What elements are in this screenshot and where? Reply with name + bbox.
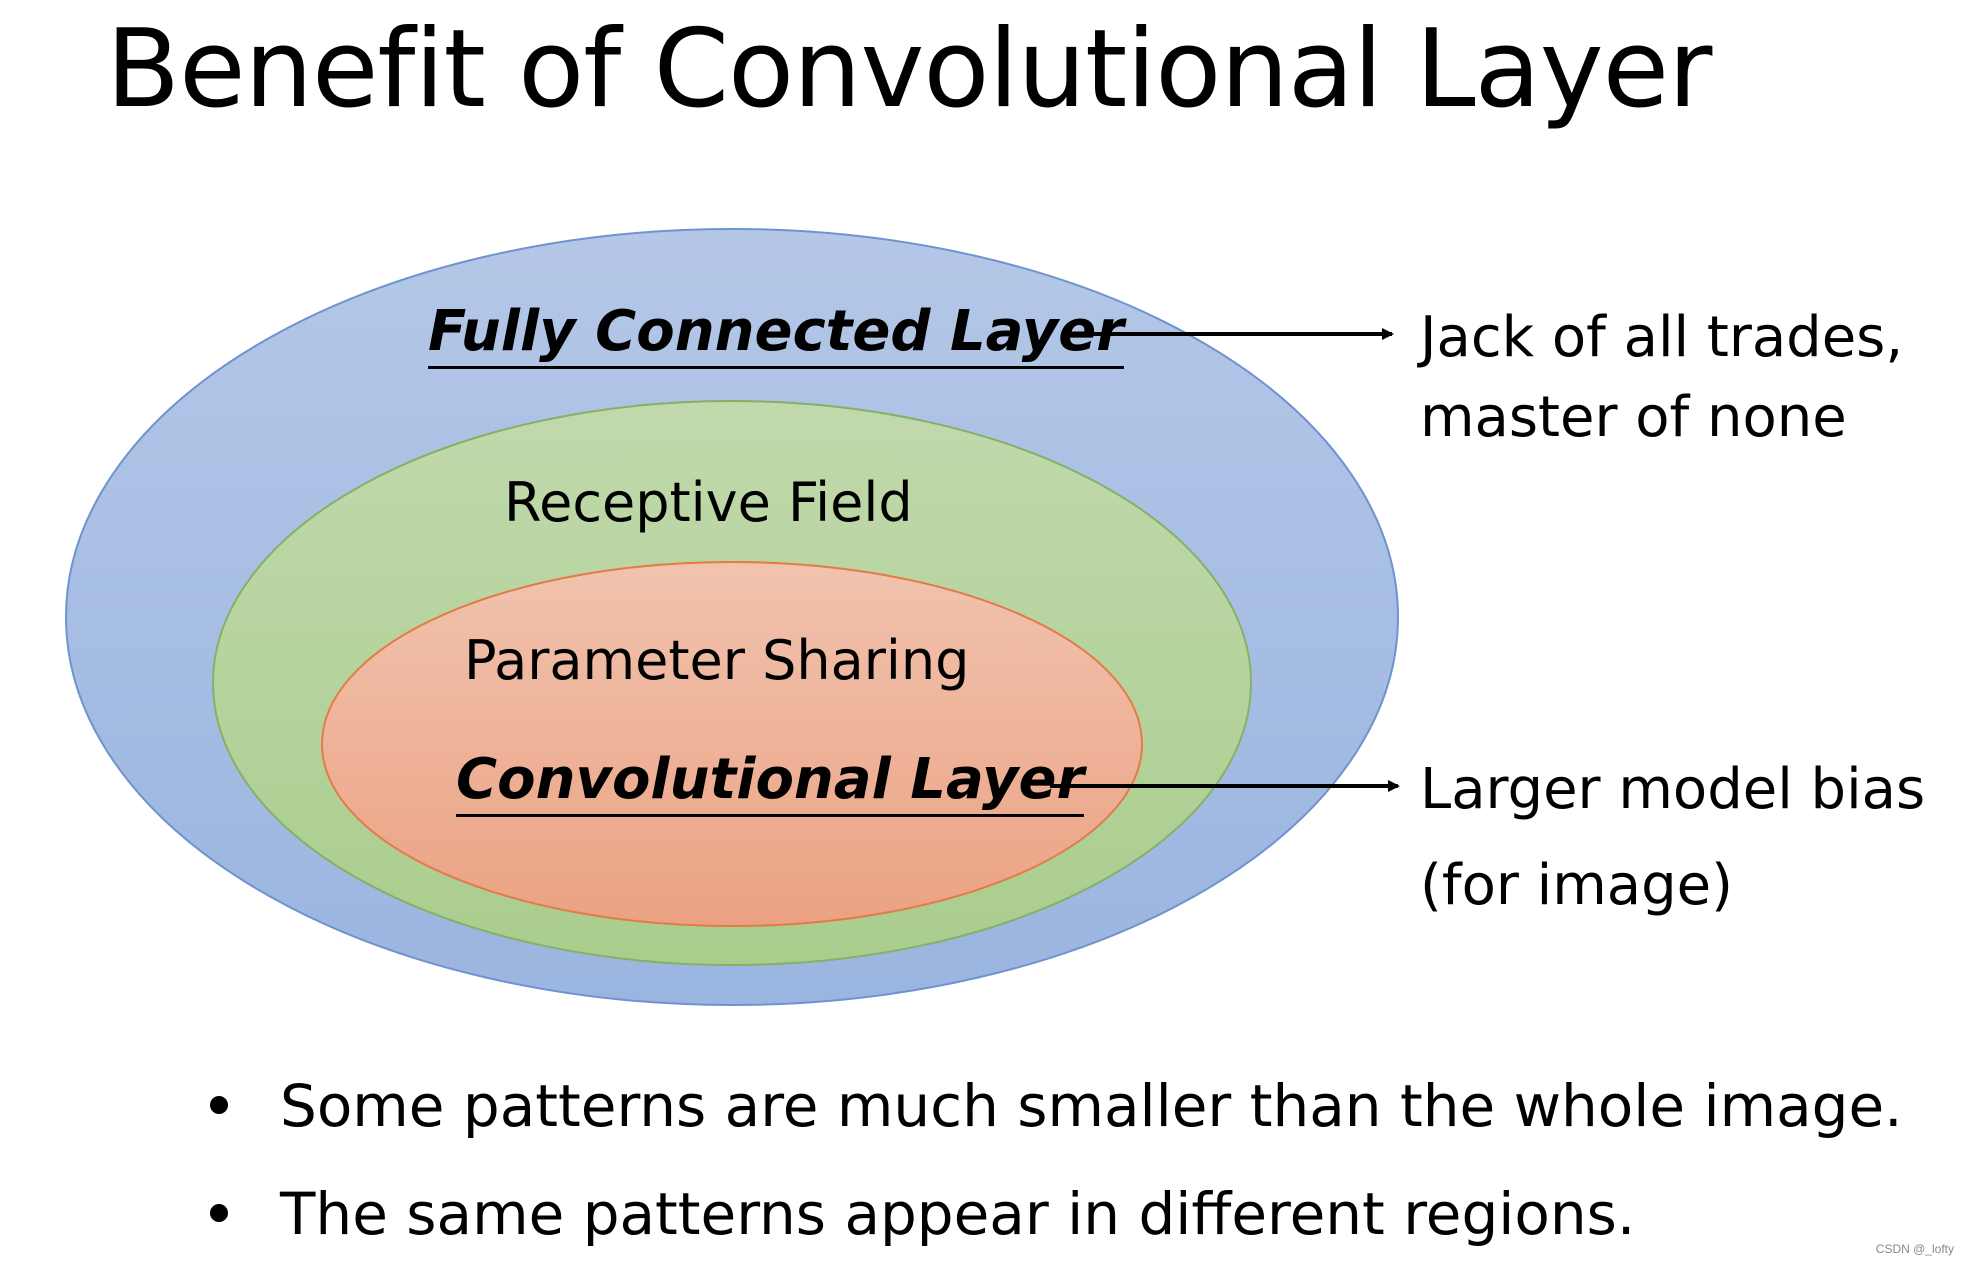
watermark-credit: CSDN @_lofty	[1875, 1242, 1954, 1256]
bullet-dot-icon	[210, 1096, 228, 1114]
bullet-text: The same patterns appear in different re…	[280, 1180, 1636, 1248]
bullet-text: Some patterns are much smaller than the …	[280, 1072, 1903, 1140]
parameter-sharing-label: Parameter Sharing	[464, 629, 970, 692]
note-line: master of none	[1420, 385, 1847, 450]
bullet-dot-icon	[210, 1204, 228, 1222]
fully-connected-label: Fully Connected Layer	[428, 304, 1124, 369]
bullet-item: The same patterns appear in different re…	[210, 1160, 1903, 1268]
convolutional-layer-ellipse	[321, 561, 1143, 927]
receptive-field-label: Receptive Field	[504, 471, 913, 534]
convolutional-note: Larger model bias (for image)	[1420, 742, 1925, 934]
bullet-list: Some patterns are much smaller than the …	[210, 1052, 1903, 1268]
note-line: Jack of all trades,	[1420, 305, 1904, 370]
bullet-item: Some patterns are much smaller than the …	[210, 1052, 1903, 1160]
convolutional-layer-label: Convolutional Layer	[456, 752, 1085, 817]
note-line: (for image)	[1420, 853, 1733, 918]
fully-connected-note: Jack of all trades, master of none	[1420, 298, 1903, 458]
slide-title: Benefit of Convolutional Layer	[106, 7, 1712, 132]
note-line: Larger model bias	[1420, 757, 1926, 822]
